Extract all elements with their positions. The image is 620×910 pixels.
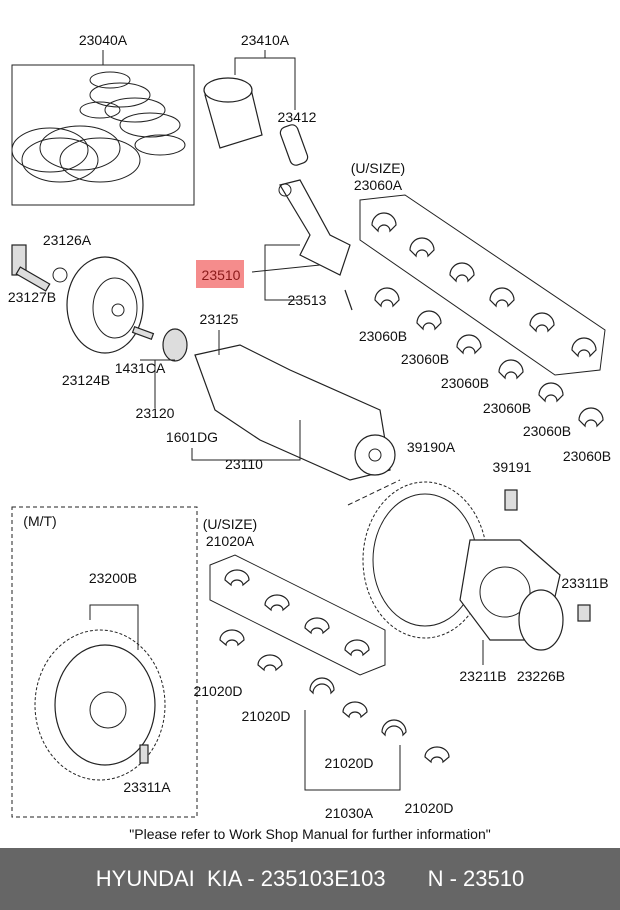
connecting-rod (251, 179, 353, 311)
crankshaft (191, 330, 396, 481)
label-23510[interactable]: 23510 (202, 267, 241, 283)
piston-ring-set (11, 50, 195, 206)
label-23127B[interactable]: 23127B (8, 289, 56, 305)
piston (203, 50, 309, 166)
diagram-number: N - 23510 (427, 866, 525, 891)
parts-diagram: 23040A 23410A 23412 (U/SIZE) 23060A 2312… (8, 32, 611, 821)
label-21020D[interactable]: 21020D (193, 683, 242, 699)
main-bearing-upper-set (359, 194, 606, 428)
label-23110[interactable]: 23110 (225, 456, 263, 472)
label-21020D[interactable]: 21020D (241, 708, 290, 724)
label-23060B[interactable]: 23060B (483, 400, 531, 416)
label-23060A[interactable]: 23060A (354, 177, 403, 193)
label-23124B[interactable]: 23124B (62, 372, 110, 388)
drive-plate (459, 539, 591, 665)
label-23120[interactable]: 23120 (136, 405, 175, 421)
label-1601DG[interactable]: 1601DG (166, 429, 218, 445)
brand-part-number: HYUNDAI KIA - 235103E103 (95, 866, 386, 891)
label-21020D[interactable]: 21020D (324, 755, 373, 771)
part-number-footer: HYUNDAI KIA - 235103E103 N - 23510 (0, 848, 620, 910)
label-23226B[interactable]: 23226B (517, 668, 565, 684)
label-usize-upper: (U/SIZE) (351, 160, 405, 176)
label-23410A[interactable]: 23410A (241, 32, 290, 48)
label-23311A[interactable]: 23311A (123, 779, 171, 795)
crankshaft-pulley (11, 244, 188, 408)
label-23125[interactable]: 23125 (200, 311, 239, 327)
label-mt: (M/T) (23, 513, 56, 529)
label-23200B[interactable]: 23200B (89, 570, 137, 586)
highlight-23510 (196, 260, 244, 288)
label-23040A[interactable]: 23040A (79, 32, 128, 48)
label-21020D[interactable]: 21020D (404, 800, 453, 816)
label-21030A[interactable]: 21030A (325, 805, 374, 821)
label-23126A[interactable]: 23126A (43, 232, 92, 248)
workshop-manual-note: "Please refer to Work Shop Manual for fu… (129, 826, 491, 842)
label-1431CA[interactable]: 1431CA (115, 360, 166, 376)
label-23060B[interactable]: 23060B (441, 375, 489, 391)
label-23060B[interactable]: 23060B (359, 328, 407, 344)
main-bearing-lower-set (209, 554, 450, 791)
label-usize-lower: (U/SIZE) (203, 516, 257, 532)
label-23513[interactable]: 23513 (288, 292, 327, 308)
label-23060B[interactable]: 23060B (563, 448, 611, 464)
label-23060B[interactable]: 23060B (523, 423, 571, 439)
label-39190A[interactable]: 39190A (407, 439, 456, 455)
label-23211B[interactable]: 23211B (459, 668, 506, 684)
manual-transmission-flywheel (11, 506, 198, 818)
label-23060B[interactable]: 23060B (401, 351, 449, 367)
label-23311B[interactable]: 23311B (561, 575, 608, 591)
label-23412[interactable]: 23412 (278, 109, 317, 125)
label-21020A[interactable]: 21020A (206, 533, 255, 549)
label-39191[interactable]: 39191 (493, 459, 532, 475)
